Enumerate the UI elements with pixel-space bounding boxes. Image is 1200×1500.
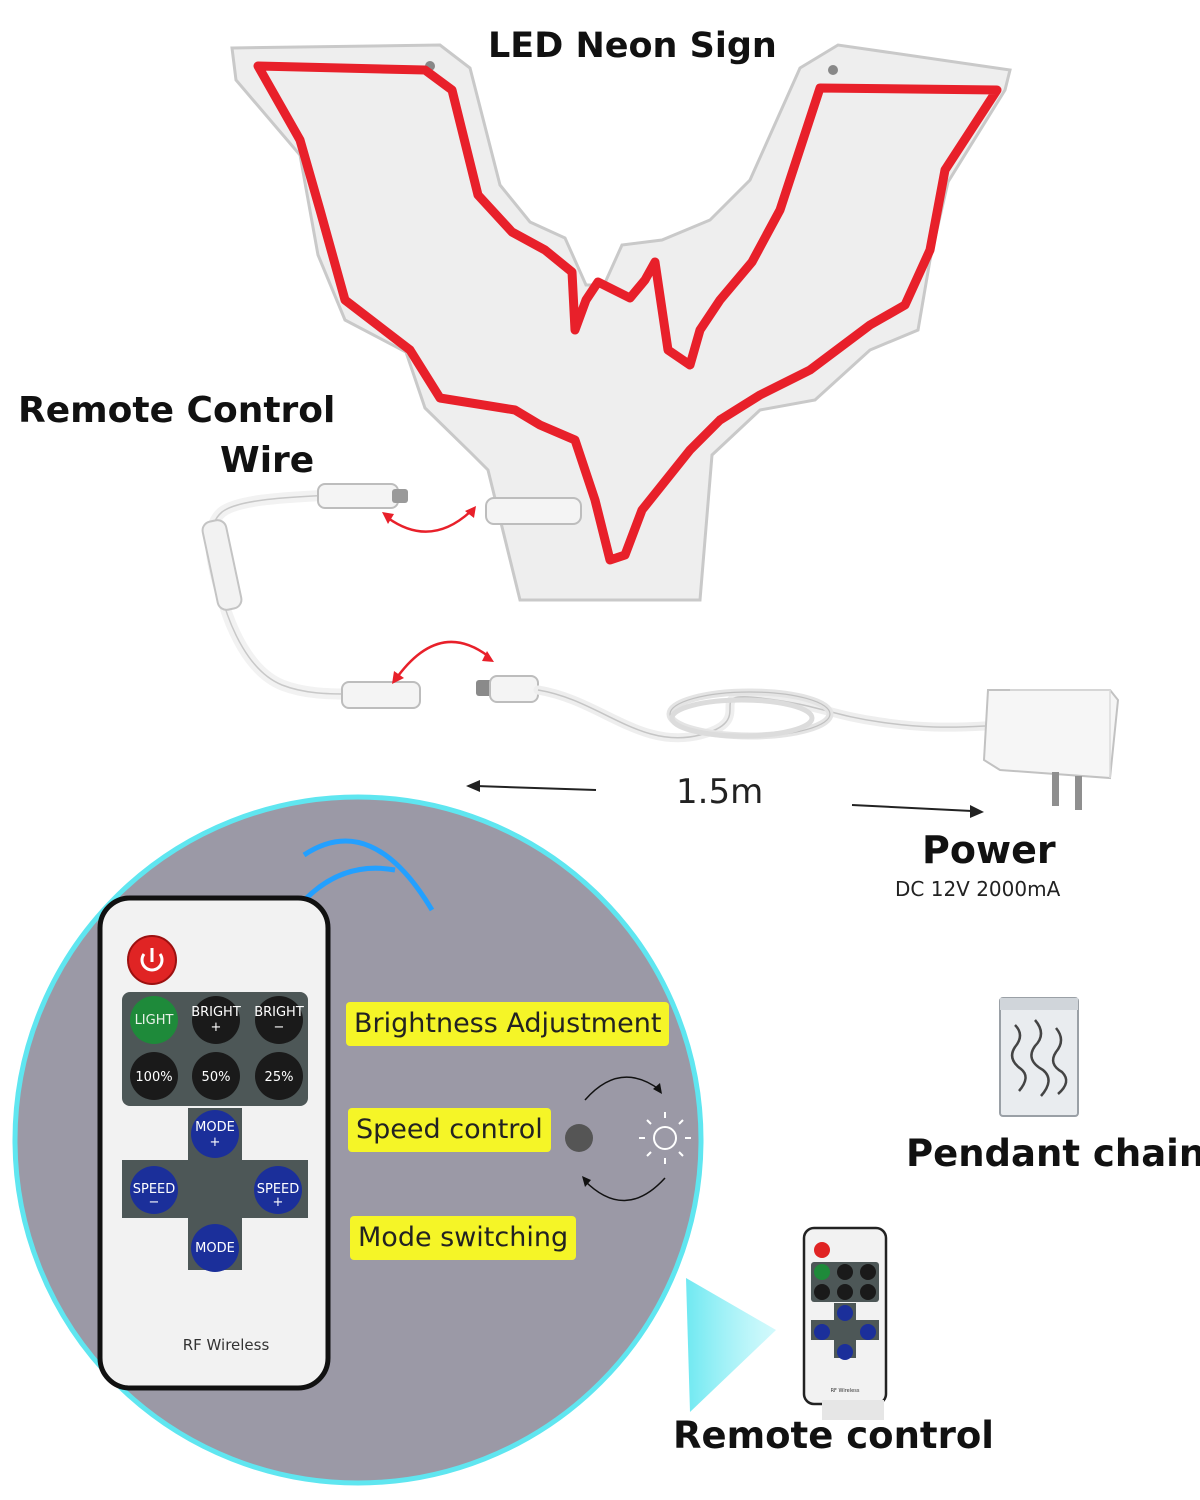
- brightness-100-label: 100%: [135, 1070, 172, 1085]
- mode-plus-sign: +: [210, 1135, 221, 1150]
- speed-plus-sign: +: [273, 1195, 284, 1210]
- brightness-50-label: 50%: [202, 1070, 231, 1085]
- power-label: Power: [922, 828, 1056, 872]
- light-on-icon: [653, 1126, 677, 1150]
- hanging-hole-right: [828, 65, 838, 75]
- speed-minus-sign: −: [149, 1195, 160, 1210]
- sign-dc-connector: [485, 497, 582, 525]
- brightness-50-button[interactable]: [192, 1052, 240, 1100]
- power-adapter: [982, 689, 1120, 780]
- bright-minus-sign: −: [274, 1020, 285, 1035]
- bright-plus-label: BRIGHT: [191, 1005, 241, 1020]
- connect-arrow-top: [387, 511, 471, 533]
- signal-wave-icon: [298, 865, 396, 907]
- speed-plus-button[interactable]: [254, 1166, 302, 1214]
- remote-dpad-panel: [122, 1108, 308, 1270]
- bright-minus-button[interactable]: [255, 996, 303, 1044]
- power-icon: [140, 953, 164, 972]
- bright-minus-label: BRIGHT: [254, 1005, 304, 1020]
- speed-control-tag: Speed control: [348, 1108, 551, 1153]
- neon-bat-tube: [253, 61, 1002, 565]
- wire-female-plug-bottom: [341, 681, 421, 709]
- remote-control-wire-label-line2: Wire: [220, 440, 315, 481]
- brightness-25-label: 25%: [265, 1070, 294, 1085]
- speed-plus-label: SPEED: [257, 1182, 300, 1197]
- wire-male-plug-top: [317, 483, 399, 509]
- remote-control-wire-label-line1: Remote Control: [18, 390, 336, 431]
- length-arrow-left: [475, 785, 597, 791]
- length-arrow-right: [851, 804, 973, 812]
- bright-plus-button[interactable]: [192, 996, 240, 1044]
- brightness-25-button[interactable]: [255, 1052, 303, 1100]
- pendant-chain-label: Pendant chain: [906, 1132, 1200, 1175]
- power-spec-label: DC 12V 2000mA: [895, 877, 1061, 901]
- mode-plus-label: MODE: [195, 1120, 235, 1135]
- rf-wireless-label: RF Wireless: [183, 1336, 270, 1354]
- remote-control-label: Remote control: [673, 1414, 994, 1457]
- speed-minus-label: SPEED: [133, 1182, 176, 1197]
- connect-arrow-bottom: [397, 640, 489, 677]
- brightness-adjustment-tag: Brightness Adjustment: [346, 1002, 670, 1047]
- cycle-arrow-bottom: [583, 1177, 666, 1202]
- light-button-label: LIGHT: [135, 1013, 174, 1028]
- mode-minus-label: MODE: [195, 1241, 235, 1256]
- brightness-100-button[interactable]: [130, 1052, 178, 1100]
- power-cable: [533, 685, 990, 743]
- small-remote-rf-label: RF Wireless: [831, 1388, 860, 1394]
- light-off-icon: [565, 1124, 593, 1152]
- bright-plus-sign: +: [211, 1020, 222, 1035]
- mode-minus-button[interactable]: [191, 1224, 239, 1272]
- acrylic-backboard: [230, 43, 1012, 602]
- mode-plus-button[interactable]: [191, 1110, 239, 1158]
- led-neon-sign-label: LED Neon Sign: [488, 26, 777, 66]
- light-button[interactable]: [130, 996, 178, 1044]
- speed-minus-button[interactable]: [130, 1166, 178, 1214]
- zoom-beam: [686, 1278, 776, 1412]
- cable-length-label: 1.5m: [676, 772, 764, 812]
- mode-switching-tag: Mode switching: [350, 1216, 577, 1261]
- cycle-arrow-top: [584, 1076, 661, 1101]
- wire-receiver-module: [201, 519, 243, 611]
